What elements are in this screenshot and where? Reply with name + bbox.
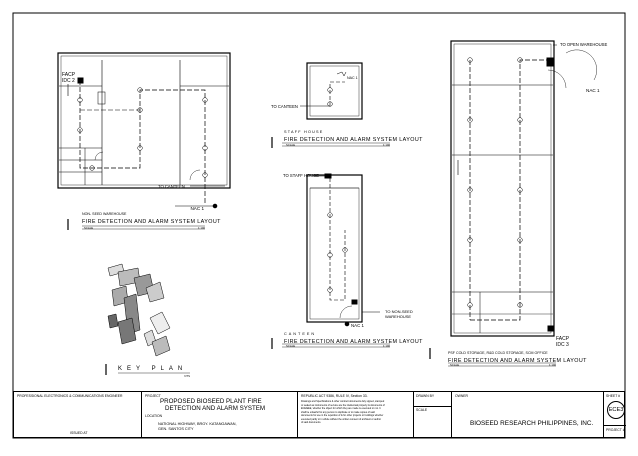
scale-label: SCALE [416,408,428,412]
sheet-cell: SHEET # ECE3 PROJECT # [604,392,626,437]
staff-house-title: FIRE DETECTION AND ALARM SYSTEM LAYOUT [284,137,423,143]
location-label: LOCATION [145,414,163,418]
sheet-code: ECE3 [607,401,625,419]
owner-name: BIOSEED RESEARCH PHILIPPINES, INC. [470,420,594,427]
canteen-plan [271,173,390,349]
project-cell: PROJECT PROPOSED BIOSEED PLANT FIRE DETE… [142,392,298,437]
staff-house-canteen-label: TO CANTEEN [271,104,298,109]
sheet-border [12,12,626,439]
law-line: REPUBLIC ACT 9386, RULE IV, Section 33. [301,394,368,398]
note-line-5: documents for use in the repetition of &… [301,414,384,417]
note-line-3: ECE/EEE, whether the object for which th… [301,407,381,410]
non-seed-scale-value: 1:100 [198,226,205,230]
engineer-cell: PROFESSIONAL ELECTRONICS & COMMUNICATION… [14,392,142,437]
owner-label: OWNER [455,394,468,398]
canteen-non-seed-label-1: TO NON-SEED [385,309,413,314]
canteen-staff-house-label: TO STAFF HOUSE [283,173,319,178]
cold-storage-open-warehouse-label: TO OPEN WAREHOUSE [560,42,607,47]
staff-house-nac-label: NAC 1 [347,76,358,80]
non-seed-facp-label: FACP [62,72,76,78]
project-label: PROJECT [145,394,161,398]
cold-storage-scale-value: 1:100 [549,363,556,367]
cold-storage-facp-label: FACP [556,336,570,342]
project-no-label: PROJECT # [606,428,625,432]
cold-storage-title: FIRE DETECTION AND ALARM SYSTEM LAYOUT [448,358,587,364]
non-seed-title-small: NON- SEED WAREHOUSE [82,212,127,216]
staff-house-plan [271,62,390,148]
non-seed-idc-label: IDC 2 [62,78,75,84]
non-seed-warehouse-plan [57,52,231,230]
cold-storage-scale-label: SCALE [450,363,459,367]
canteen-nac-label: NAC 1 [351,323,364,328]
title-block: PROFESSIONAL ELECTRONICS & COMMUNICATION… [13,391,626,438]
canteen-scale-value: 1:100 [383,344,390,348]
sheet-label: SHEET # [606,394,621,398]
owner-cell: OWNER BIOSEED RESEARCH PHILIPPINES, INC. [452,392,604,437]
non-seed-nac-label: NAC 1 [190,206,204,211]
drawn-by-cell: DRAWN BY SCALE [414,392,452,437]
canteen-title: FIRE DETECTION AND ALARM SYSTEM LAYOUT [284,339,423,345]
canteen-title-small: CANTEEN [284,332,316,336]
cold-storage-idc-label: IDC 3 [556,342,569,348]
staff-house-title-small: STAFF HOUSE [284,130,324,134]
location-line1: NATIONAL HIGHWAY, BRGY. KATANGAWAN, [158,422,237,426]
canteen-scale-label: SCALE [286,344,295,348]
note-line-7: of said documents. [301,421,322,424]
staff-house-scale-value: 1:100 [383,143,390,147]
canteen-non-seed-label-2: WAREHOUSE [385,314,411,319]
note-line-1: Drawings and Specifications & other cont… [301,400,385,403]
project-line2: DETECTION AND ALARM SYSTEM [165,405,266,412]
non-seed-title: FIRE DETECTION AND ALARM SYSTEM LAYOUT [82,219,221,225]
location-line2: GEN. SANTOS CITY [158,427,194,431]
project-line1: PROPOSED BIOSEED PLANT FIRE [160,398,262,405]
key-plan-diagram [105,263,190,375]
key-plan-title: KEY PLAN [118,366,187,372]
staff-house-scale-label: SCALE [286,143,295,147]
engineer-label: PROFESSIONAL ELECTRONICS & COMMUNICATION… [17,394,123,398]
note-line-6: executed partly or in whole without the … [301,417,381,421]
cold-storage-nac-label: NAC 1 [586,88,600,93]
cold-storage-plan [429,40,597,367]
key-plan-scale-value: NTS [184,374,190,378]
non-seed-scale-label: SCALE [84,226,93,230]
cold-storage-title-small: PSF COLD STORAGE, R&D COLD STORAGE, SCM … [448,351,548,355]
note-line-2: or sealed as instruments of service are … [301,403,385,407]
notes-cell: REPUBLIC ACT 9386, RULE IV, Section 33. … [298,392,414,437]
issued-at-label: ISSUED AT [70,431,88,435]
note-line-4: shall be unlawful for any person to dupl… [301,410,375,414]
non-seed-canteen-label: TO CANTEEN [158,184,185,189]
drawn-by-label: DRAWN BY [416,394,435,398]
